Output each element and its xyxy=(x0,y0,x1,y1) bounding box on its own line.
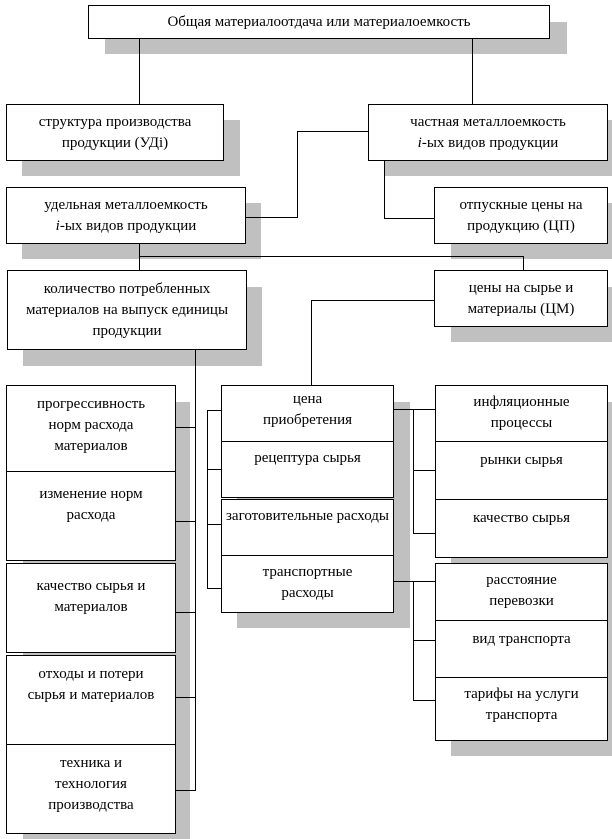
node-material-prices: цены на сырье и материалы (ЦМ) xyxy=(434,270,608,327)
node-label: цены на сырье и материалы (ЦМ) xyxy=(467,279,575,317)
left-factor: техника и технология производства xyxy=(6,744,176,834)
node-selling-prices: отпускные цены на продукцию (ЦП) xyxy=(434,187,608,244)
connector xyxy=(139,38,140,104)
left-factor: отходы и потери сырья и материалов xyxy=(6,655,176,745)
connector xyxy=(384,161,385,218)
node-label: прогрессивность норм расхода материалов xyxy=(36,396,146,454)
connector xyxy=(413,470,435,471)
node-partial-intensity: частная металлоемкость i-ых видов продукц… xyxy=(368,104,608,161)
node-label: количество потребленных материалов на вы… xyxy=(25,280,229,339)
connector xyxy=(207,469,221,470)
connector xyxy=(175,790,195,791)
left-factor: качество сырья и материалов xyxy=(6,563,176,653)
node-label: тарифы на услуги транспорта xyxy=(464,686,579,723)
connector xyxy=(207,588,221,589)
connector xyxy=(175,427,195,428)
connector xyxy=(139,256,523,257)
connector xyxy=(393,409,435,410)
label-italic: i xyxy=(55,217,60,234)
node-label: частная металлоемкость i-ых видов продукц… xyxy=(410,112,566,154)
label-part: удельная металлоемкость xyxy=(44,196,208,213)
label-italic: i xyxy=(417,134,422,151)
connector xyxy=(175,612,195,613)
connector xyxy=(413,700,435,701)
root-node: Общая материалоотдача или материалоемкос… xyxy=(88,5,550,39)
node-label: отходы и потери сырья и материалов xyxy=(27,666,155,703)
node-label: вид транспорта xyxy=(472,631,571,647)
connector xyxy=(413,409,414,533)
node-label: удельная металлоемкость i-ых видов продук… xyxy=(44,195,207,237)
middle-factor: цена приобретения xyxy=(221,385,394,442)
node-label: цена приобретения xyxy=(262,391,352,428)
middle-factor: заготовительные расходы xyxy=(221,499,394,556)
connector xyxy=(311,300,434,301)
label-part: -ых видов продукции xyxy=(421,134,559,151)
connector xyxy=(207,524,221,525)
node-structure: структура производства продукции (УДi) xyxy=(6,104,224,161)
right-factor: рынки сырья xyxy=(435,441,608,500)
node-label: отпускные цены на продукцию (ЦП) xyxy=(459,196,583,234)
connector xyxy=(297,131,368,132)
connector xyxy=(311,300,312,385)
node-label: инфляционные процессы xyxy=(473,394,570,431)
node-label: Общая материалоотдача или материалоемкос… xyxy=(167,13,471,30)
connector xyxy=(175,521,195,522)
node-label: транспортные расходы xyxy=(262,564,353,601)
node-label: рецептура сырья xyxy=(254,450,361,466)
connector xyxy=(207,410,221,411)
connector xyxy=(523,256,524,270)
connector xyxy=(413,640,435,641)
connector xyxy=(413,581,414,701)
node-specific-intensity: удельная металлоемкость i-ых видов продук… xyxy=(6,187,246,244)
connector xyxy=(413,533,435,534)
node-label: качество сырья и материалов xyxy=(36,578,146,615)
connector xyxy=(245,217,297,218)
node-label: рынки сырья xyxy=(480,452,563,468)
right-factor: расстояние перевозки xyxy=(435,563,608,621)
node-label: техника и технология производства xyxy=(48,755,134,813)
connector xyxy=(384,218,434,219)
right-factor: тарифы на услуги транспорта xyxy=(435,677,608,741)
connector xyxy=(207,410,208,588)
node-label: расстояние перевозки xyxy=(486,572,557,609)
connector xyxy=(195,349,196,791)
right-factor: инфляционные процессы xyxy=(435,385,608,442)
middle-factor: транспортные расходы xyxy=(221,555,394,613)
connector xyxy=(175,697,195,698)
label-part: -ых видов продукции xyxy=(59,217,197,234)
right-factor: качество сырья xyxy=(435,499,608,558)
right-factor: вид транспорта xyxy=(435,620,608,678)
connector xyxy=(297,131,298,218)
middle-factor: рецептура сырья xyxy=(221,441,394,498)
node-label: качество сырья xyxy=(472,510,571,526)
left-factor: прогрессивность норм расхода материалов xyxy=(6,385,176,472)
node-label: структура производства продукции (УДi) xyxy=(38,113,192,151)
connector xyxy=(472,38,473,104)
node-label: изменение норм расхода xyxy=(39,486,143,523)
node-label: заготовительные расходы xyxy=(226,508,390,524)
left-factor: изменение норм расхода xyxy=(6,471,176,561)
connector xyxy=(393,581,435,582)
label-part: частная металлоемкость xyxy=(410,113,566,130)
node-quantity: количество потребленных материалов на вы… xyxy=(7,270,247,350)
